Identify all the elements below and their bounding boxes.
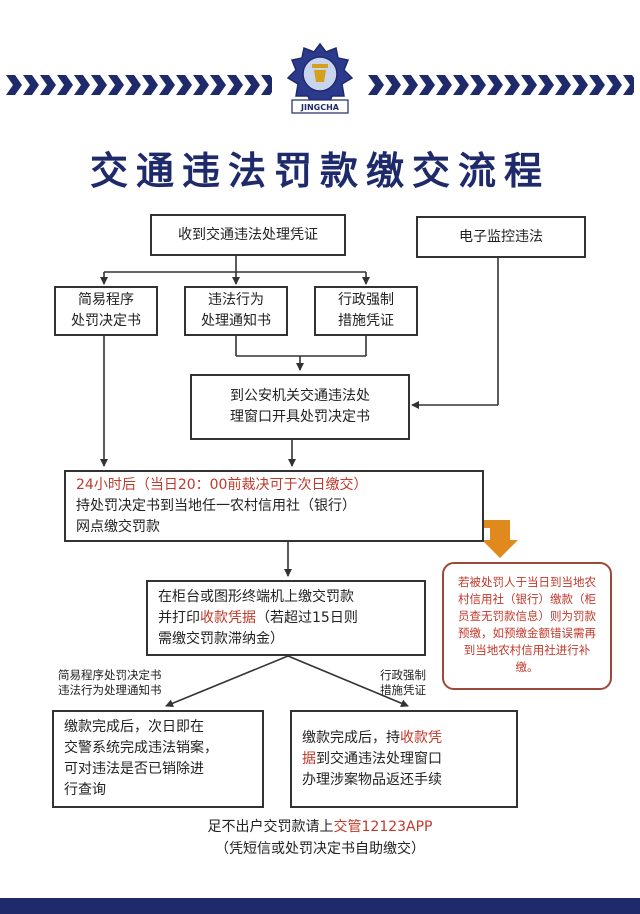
bottom-bar <box>0 898 640 914</box>
done-left-line3: 可对违法是否已销除进 <box>64 761 204 777</box>
violation-notice-box: 违法行为 处理通知书 <box>184 286 288 336</box>
doc2-line2: 处理通知书 <box>201 313 271 329</box>
receive-notice-box: 收到交通违法处理凭证 <box>150 214 346 256</box>
prepayment-note: 若被处罚人于当日到当地农村信用社（银行）缴款（柜员查无罚款信息）则为罚款预缴，如… <box>442 562 612 690</box>
done-right-line2: 据到交通违法处理窗口 <box>302 750 442 767</box>
footer-line1: 足不出户交罚款请上交管12123APP <box>207 819 433 835</box>
doc3-line2: 措施凭证 <box>338 313 394 329</box>
emblem-text: JINGCHA <box>300 103 340 112</box>
counter-payment-box: 在柜台或图形终端机上缴交罚款 并打印收款凭据（若超过15日则 需缴交罚款滞纳金） <box>146 580 426 656</box>
receive-notice-label: 收到交通违法处理凭证 <box>178 226 318 243</box>
done-left-line1: 缴款完成后，次日即在 <box>64 719 204 735</box>
electronic-monitoring-box: 电子监控违法 <box>416 216 586 258</box>
doc1-line1: 简易程序 <box>78 292 134 308</box>
electronic-monitoring-label: 电子监控违法 <box>459 228 543 245</box>
done-left-line2: 交警系统完成违法销案， <box>64 740 218 756</box>
right-branch-label: 行政强制 措施凭证 <box>380 668 426 697</box>
orange-arrow-icon <box>482 520 518 558</box>
app-name: 交管12123APP <box>333 819 433 835</box>
police-window-box: 到公安机关交通违法处 理窗口开具处罚决定书 <box>190 374 410 440</box>
simple-procedure-box: 简易程序 处罚决定书 <box>54 286 158 336</box>
footer-note: 足不出户交罚款请上交管12123APP （凭短信或处罚决定书自助缴交） <box>0 816 640 860</box>
chevron-band-right <box>368 72 634 98</box>
police-line2: 理窗口开具处罚决定书 <box>230 409 370 425</box>
done-left-line4: 行查询 <box>64 782 106 798</box>
pay-line2: 并打印收款凭据（若超过15日则 <box>158 609 358 626</box>
item-return-box: 缴款完成后，持收款凭 据到交通违法处理窗口 办理涉案物品返还手续 <box>290 710 518 808</box>
done-right-line1: 缴款完成后，持收款凭 <box>302 729 442 746</box>
chevron-band-left <box>6 72 272 98</box>
receipt-highlight: 收款凭据 <box>200 609 256 626</box>
done-right-line3: 办理涉案物品返还手续 <box>302 771 442 788</box>
police-emblem-icon: JINGCHA <box>282 40 358 120</box>
doc2-line1: 违法行为 <box>208 292 264 308</box>
pay-line3: 需缴交罚款滞纳金） <box>158 630 284 647</box>
pay-line1: 在柜台或图形终端机上缴交罚款 <box>158 588 354 605</box>
h24-note: 24小时后（当日20：00前裁决可于次日缴交） <box>76 476 368 493</box>
compulsory-measure-box: 行政强制 措施凭证 <box>314 286 418 336</box>
doc3-line1: 行政强制 <box>338 292 394 308</box>
case-closed-box: 缴款完成后，次日即在 交警系统完成违法销案， 可对违法是否已销除进 行查询 <box>52 710 264 808</box>
left-branch-label: 简易程序处罚决定书 违法行为处理通知书 <box>58 668 162 697</box>
h24-line3: 网点缴交罚款 <box>76 518 160 535</box>
h24-line2: 持处罚决定书到当地任一农村信用社（银行） <box>76 497 356 514</box>
payment-24h-box: 24小时后（当日20：00前裁决可于次日缴交） 持处罚决定书到当地任一农村信用社… <box>64 470 484 542</box>
page-title: 交通违法罚款缴交流程 <box>89 149 550 193</box>
police-line1: 到公安机关交通违法处 <box>230 388 370 404</box>
footer-line2: （凭短信或处罚决定书自助缴交） <box>215 841 425 857</box>
doc1-line2: 处罚决定书 <box>71 313 141 329</box>
